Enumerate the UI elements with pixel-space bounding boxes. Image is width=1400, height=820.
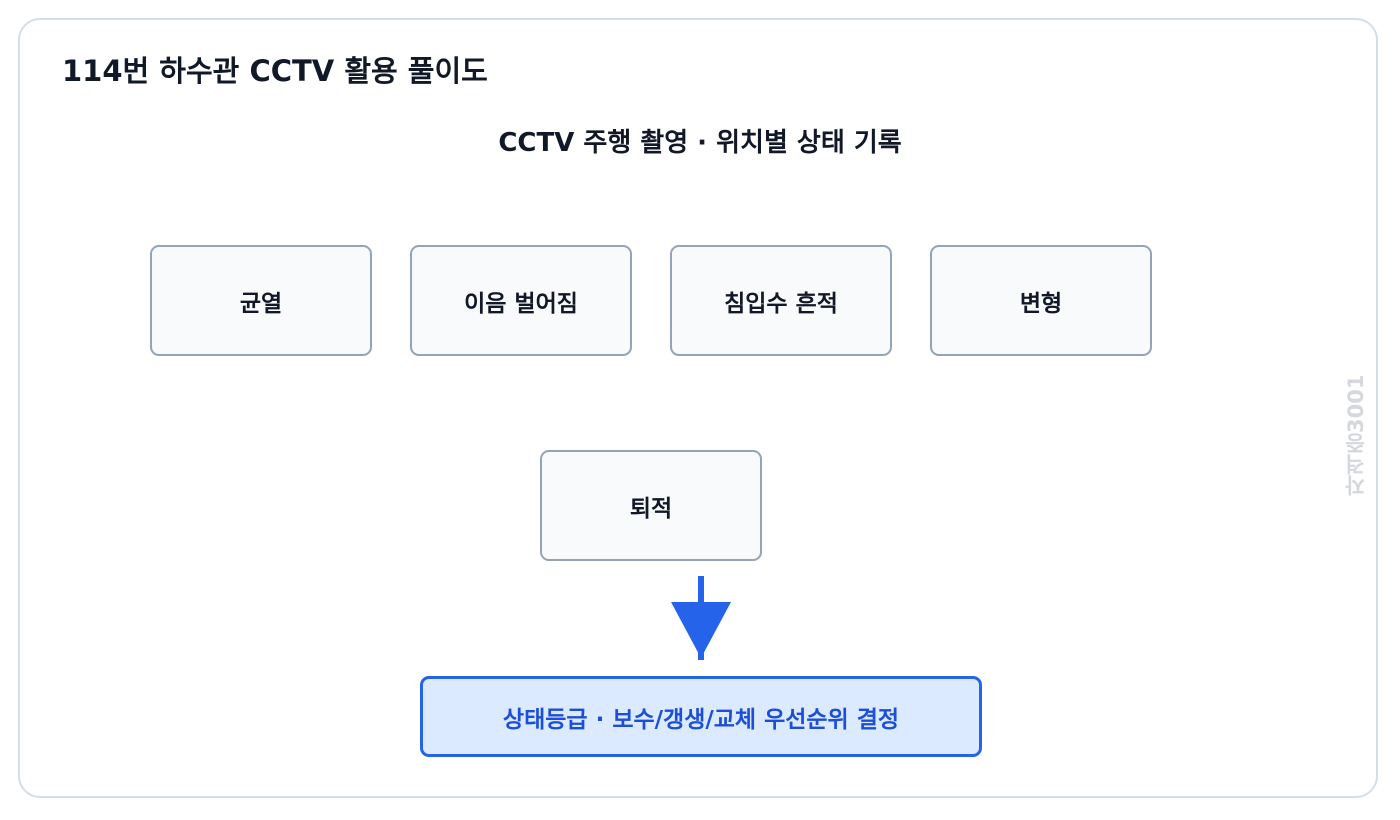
diagram-title: 114번 하수관 CCTV 활용 풀이도 — [62, 54, 488, 88]
defect-box-joint-gap: 이음 벌어짐 — [410, 245, 632, 356]
defect-box-deformation: 변형 — [930, 245, 1152, 356]
defect-box-crack: 균열 — [150, 245, 372, 356]
defect-box-sediment: 퇴적 — [540, 450, 762, 561]
diagram-card: 114번 하수관 CCTV 활용 풀이도 CCTV 주행 촬영 · 위치별 상태… — [18, 18, 1378, 798]
diagram-subtitle: CCTV 주행 촬영 · 위치별 상태 기록 — [498, 128, 902, 158]
result-box: 상태등급 · 보수/갱생/교체 우선순위 결정 — [420, 676, 982, 757]
defect-box-infiltration: 침입수 흔적 — [670, 245, 892, 356]
watermark-text: 자격증3001 — [1344, 374, 1368, 496]
down-arrow-icon — [671, 576, 731, 660]
